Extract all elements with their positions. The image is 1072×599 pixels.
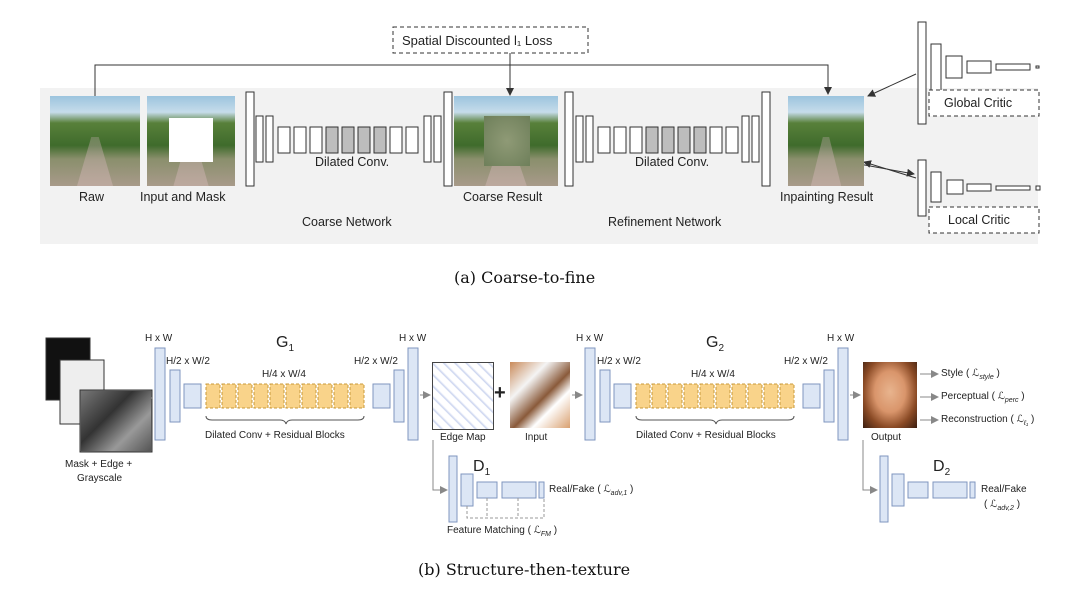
global-critic-box <box>928 89 1040 117</box>
caption-a: (a) Coarse-to-fine <box>454 268 596 287</box>
blurred-patch <box>484 116 530 166</box>
output-label: Output <box>871 432 902 443</box>
coarse-network-label: Coarse Network <box>302 215 392 229</box>
reconstruction-label: Reconstruction ( ℒℓ₁ ) <box>941 414 1035 427</box>
coarse-network-blocks <box>245 91 453 187</box>
grayscale-image <box>81 391 151 451</box>
dilated-conv-label-1: Dilated Conv. <box>315 155 390 169</box>
input-mask-label: Input and Mask <box>140 190 226 204</box>
global-critic-label: Global Critic <box>944 96 1013 110</box>
caption-b: (b) Structure-then-texture <box>418 560 631 579</box>
d2-label: D2 <box>933 458 951 479</box>
g2-residual-blocks <box>635 383 795 409</box>
real-fake-1-label: Real/Fake ( ℒadv,1 ) <box>549 484 634 497</box>
global-critic-arrow <box>867 73 917 97</box>
g2-label: G2 <box>706 334 725 355</box>
d1-label: D1 <box>473 458 491 479</box>
feature-matching-label: Feature Matching ( ℒFM ) <box>447 525 558 538</box>
global-critic-blocks <box>917 21 1040 125</box>
feature-matching-lines <box>466 498 545 519</box>
input-image <box>510 362 570 428</box>
coarse-result-label: Coarse Result <box>463 190 543 204</box>
g1-label: G1 <box>276 334 295 355</box>
hw-label-3: H x W <box>576 333 604 344</box>
hw-label-2: H x W <box>399 333 427 344</box>
g1-residual-blocks <box>205 383 365 409</box>
style-label: Style ( ℒstyle ) <box>941 368 1000 381</box>
h4-label-2: H/4 x W/4 <box>691 369 735 380</box>
hw-label-4: H x W <box>827 333 855 344</box>
plus-label: + <box>494 382 506 404</box>
g2-brace <box>635 415 795 425</box>
dilated-conv-label-2: Dilated Conv. <box>635 155 710 169</box>
output-image <box>863 362 917 428</box>
h2-label-1: H/2 x W/2 <box>166 356 210 367</box>
raw-label: Raw <box>79 190 105 204</box>
loss-label: Spatial Discounted l₁ Loss <box>402 33 553 48</box>
g1-brace <box>205 415 365 425</box>
d1-in-arrow <box>432 440 448 494</box>
mask-edge-gray-label-1: Mask + Edge + <box>65 459 133 470</box>
coarse-result-image <box>454 96 558 186</box>
edge-map-label: Edge Map <box>440 432 486 443</box>
refinement-network-blocks <box>564 91 771 187</box>
real-fake-2-label: Real/Fake <box>981 484 1027 495</box>
perceptual-label: Perceptual ( ℒperc ) <box>941 391 1025 404</box>
local-critic-arrow-2 <box>863 160 917 179</box>
h4-label-1: H/4 x W/4 <box>262 369 306 380</box>
mask-hole <box>169 118 213 162</box>
dilated-res-label-2: Dilated Conv + Residual Blocks <box>636 430 776 441</box>
inpainting-result-label: Inpainting Result <box>780 190 874 204</box>
raw-image <box>50 96 140 186</box>
dilated-res-label-1: Dilated Conv + Residual Blocks <box>205 430 345 441</box>
d2-in-arrow <box>862 440 878 494</box>
h2-label-4: H/2 x W/2 <box>784 356 828 367</box>
local-critic-blocks <box>917 159 1041 217</box>
d2-blocks <box>879 455 976 523</box>
h2-label-2: H/2 x W/2 <box>354 356 398 367</box>
mask-edge-gray-label-2: Grayscale <box>77 473 123 484</box>
d1-blocks <box>448 455 545 523</box>
g1-blocks <box>154 347 419 441</box>
local-critic-label: Local Critic <box>948 213 1010 227</box>
h2-label-3: H/2 x W/2 <box>597 356 641 367</box>
local-critic-box <box>928 206 1040 234</box>
refinement-network-label: Refinement Network <box>608 215 722 229</box>
loss-box <box>392 26 589 54</box>
real-fake-2-loss: ( ℒadv,2 ) <box>984 499 1021 512</box>
input-mask-image <box>147 96 235 186</box>
edge-map-image <box>432 362 494 430</box>
inpainting-result-image <box>788 96 864 186</box>
input-label: Input <box>525 432 548 443</box>
hw-label-1: H x W <box>145 333 173 344</box>
g2-blocks <box>584 347 849 441</box>
loss-connector-left <box>94 64 832 96</box>
